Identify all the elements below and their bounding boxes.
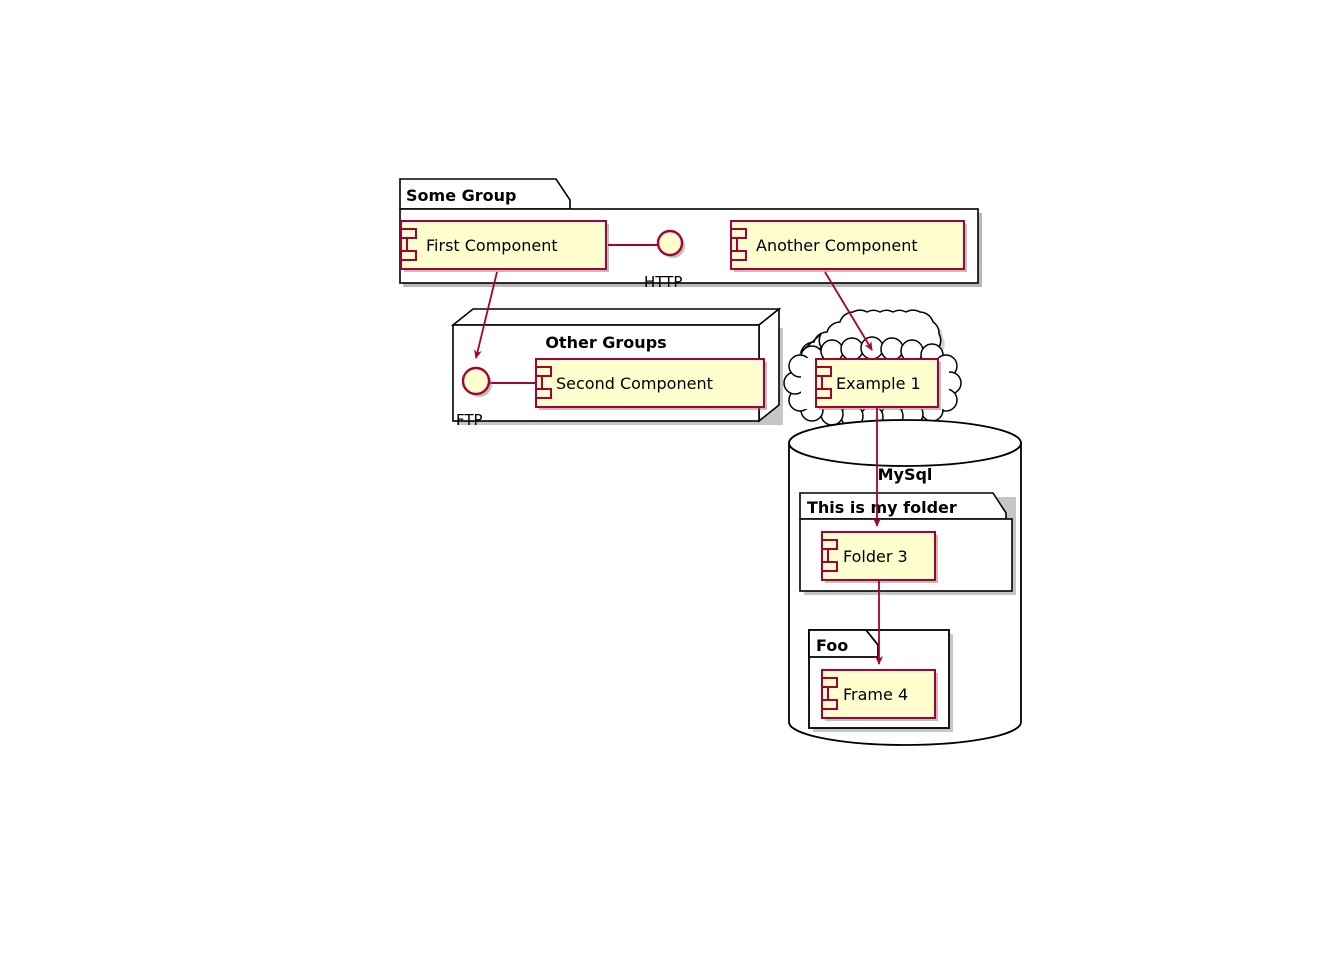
component-icon bbox=[730, 228, 747, 261]
component-second-component-label: Second Component bbox=[556, 374, 713, 393]
component-example-1-label: Example 1 bbox=[836, 374, 921, 393]
frame-foo-label: Foo bbox=[816, 636, 848, 655]
interface-http[interactable]: HTTP bbox=[608, 229, 685, 291]
interface-http-label: HTTP bbox=[644, 273, 682, 291]
component-frame-4-label: Frame 4 bbox=[843, 685, 908, 704]
component-icon bbox=[821, 539, 838, 572]
component-example-1[interactable]: Example 1 bbox=[815, 358, 941, 410]
component-icon bbox=[400, 228, 417, 261]
component-icon bbox=[815, 366, 832, 399]
component-frame-4[interactable]: Frame 4 bbox=[821, 669, 938, 721]
connection-another-component-to-example-1 bbox=[824, 271, 873, 351]
component-icon bbox=[821, 677, 838, 710]
component-folder-3-label: Folder 3 bbox=[843, 547, 908, 566]
component-another-component-label: Another Component bbox=[756, 236, 918, 255]
database-mysql-label: MySql bbox=[878, 465, 933, 484]
component-icon bbox=[535, 366, 552, 399]
connection-first-component-to-ftp bbox=[474, 271, 498, 359]
component-second-component[interactable]: Second Component bbox=[535, 358, 767, 410]
node-other-groups-label: Other Groups bbox=[545, 333, 666, 352]
component-first-component-label: First Component bbox=[426, 236, 558, 255]
interface-ftp[interactable]: FTP bbox=[456, 366, 535, 429]
component-folder-3[interactable]: Folder 3 bbox=[821, 531, 938, 583]
component-first-component[interactable]: First Component bbox=[400, 220, 609, 272]
component-another-component[interactable]: Another Component bbox=[730, 220, 967, 272]
package-some-group-label: Some Group bbox=[406, 186, 516, 205]
folder-this-is-my-folder-label: This is my folder bbox=[807, 498, 957, 517]
interface-ftp-label: FTP bbox=[456, 411, 483, 429]
